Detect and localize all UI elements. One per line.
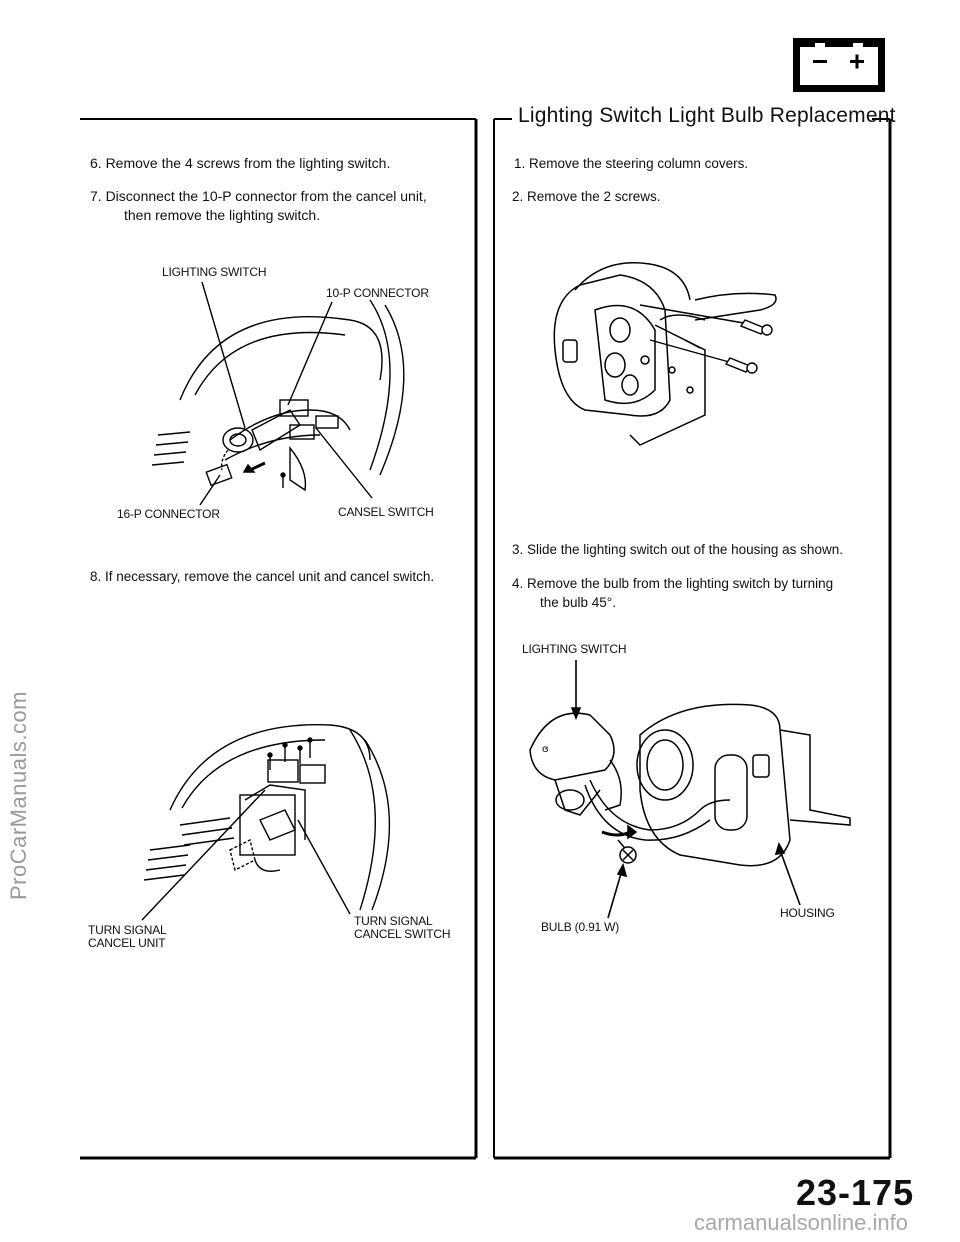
page-number: 23-175 (796, 1172, 915, 1213)
label-turn-signal-cancel-unit: TURN SIGNAL CANCEL UNIT (88, 923, 167, 950)
watermark-left: ProCarManuals.com (6, 690, 31, 900)
step-7-line2: then remove the lighting switch. (124, 207, 321, 223)
label-turn-signal-cancel-switch: TURN SIGNAL CANCEL SWITCH (354, 915, 450, 941)
battery-icon (793, 38, 885, 92)
label-bulb: BULB (0.91 W) (541, 920, 620, 934)
svg-text:ɞ: ɞ (542, 744, 549, 755)
label-turn-signal-cancel-unit-line2: CANCEL UNIT (88, 936, 166, 950)
figure-column-cover-screws (545, 250, 805, 470)
step-6: 6. Remove the 4 screws from the lighting… (90, 155, 391, 171)
figure-lighting-switch-removal (140, 260, 460, 530)
label-lighting-switch: LIGHTING SWITCH (162, 265, 267, 279)
label-housing: HOUSING (780, 906, 835, 920)
label-turn-signal-cancel-unit-line1: TURN SIGNAL (88, 923, 167, 937)
step-8: 8. If necessary, remove the cancel unit … (90, 569, 435, 584)
watermark-bottom: carmanualsonline.info (693, 1210, 908, 1235)
label-10p-connector: 10-P CONNECTOR (326, 286, 429, 300)
step-7-line1: 7. Disconnect the 10-P connector from th… (90, 188, 427, 204)
figure-bulb-housing: ɞ (510, 660, 870, 920)
right-step-4-line2: the bulb 45°. (540, 595, 616, 610)
right-step-3: 3. Slide the lighting switch out of the … (512, 542, 843, 557)
figure-cancel-unit-removal (120, 700, 460, 930)
label-cansel-switch: CANSEL SWITCH (338, 505, 434, 519)
label-lighting-switch-2: LIGHTING SWITCH (522, 642, 627, 656)
label-turn-signal-cancel-switch-line2: CANCEL SWITCH (354, 927, 451, 941)
section-title: Lighting Switch Light Bulb Replacement (518, 104, 896, 127)
label-turn-signal-cancel-switch-line1: TURN SIGNAL (354, 914, 433, 928)
right-step-1: 1. Remove the steering column covers. (514, 156, 749, 171)
right-step-2: 2. Remove the 2 screws. (512, 189, 661, 204)
right-step-4-line1: 4. Remove the bulb from the lighting swi… (512, 576, 834, 591)
label-16p-connector: 16-P CONNECTOR (117, 507, 220, 521)
